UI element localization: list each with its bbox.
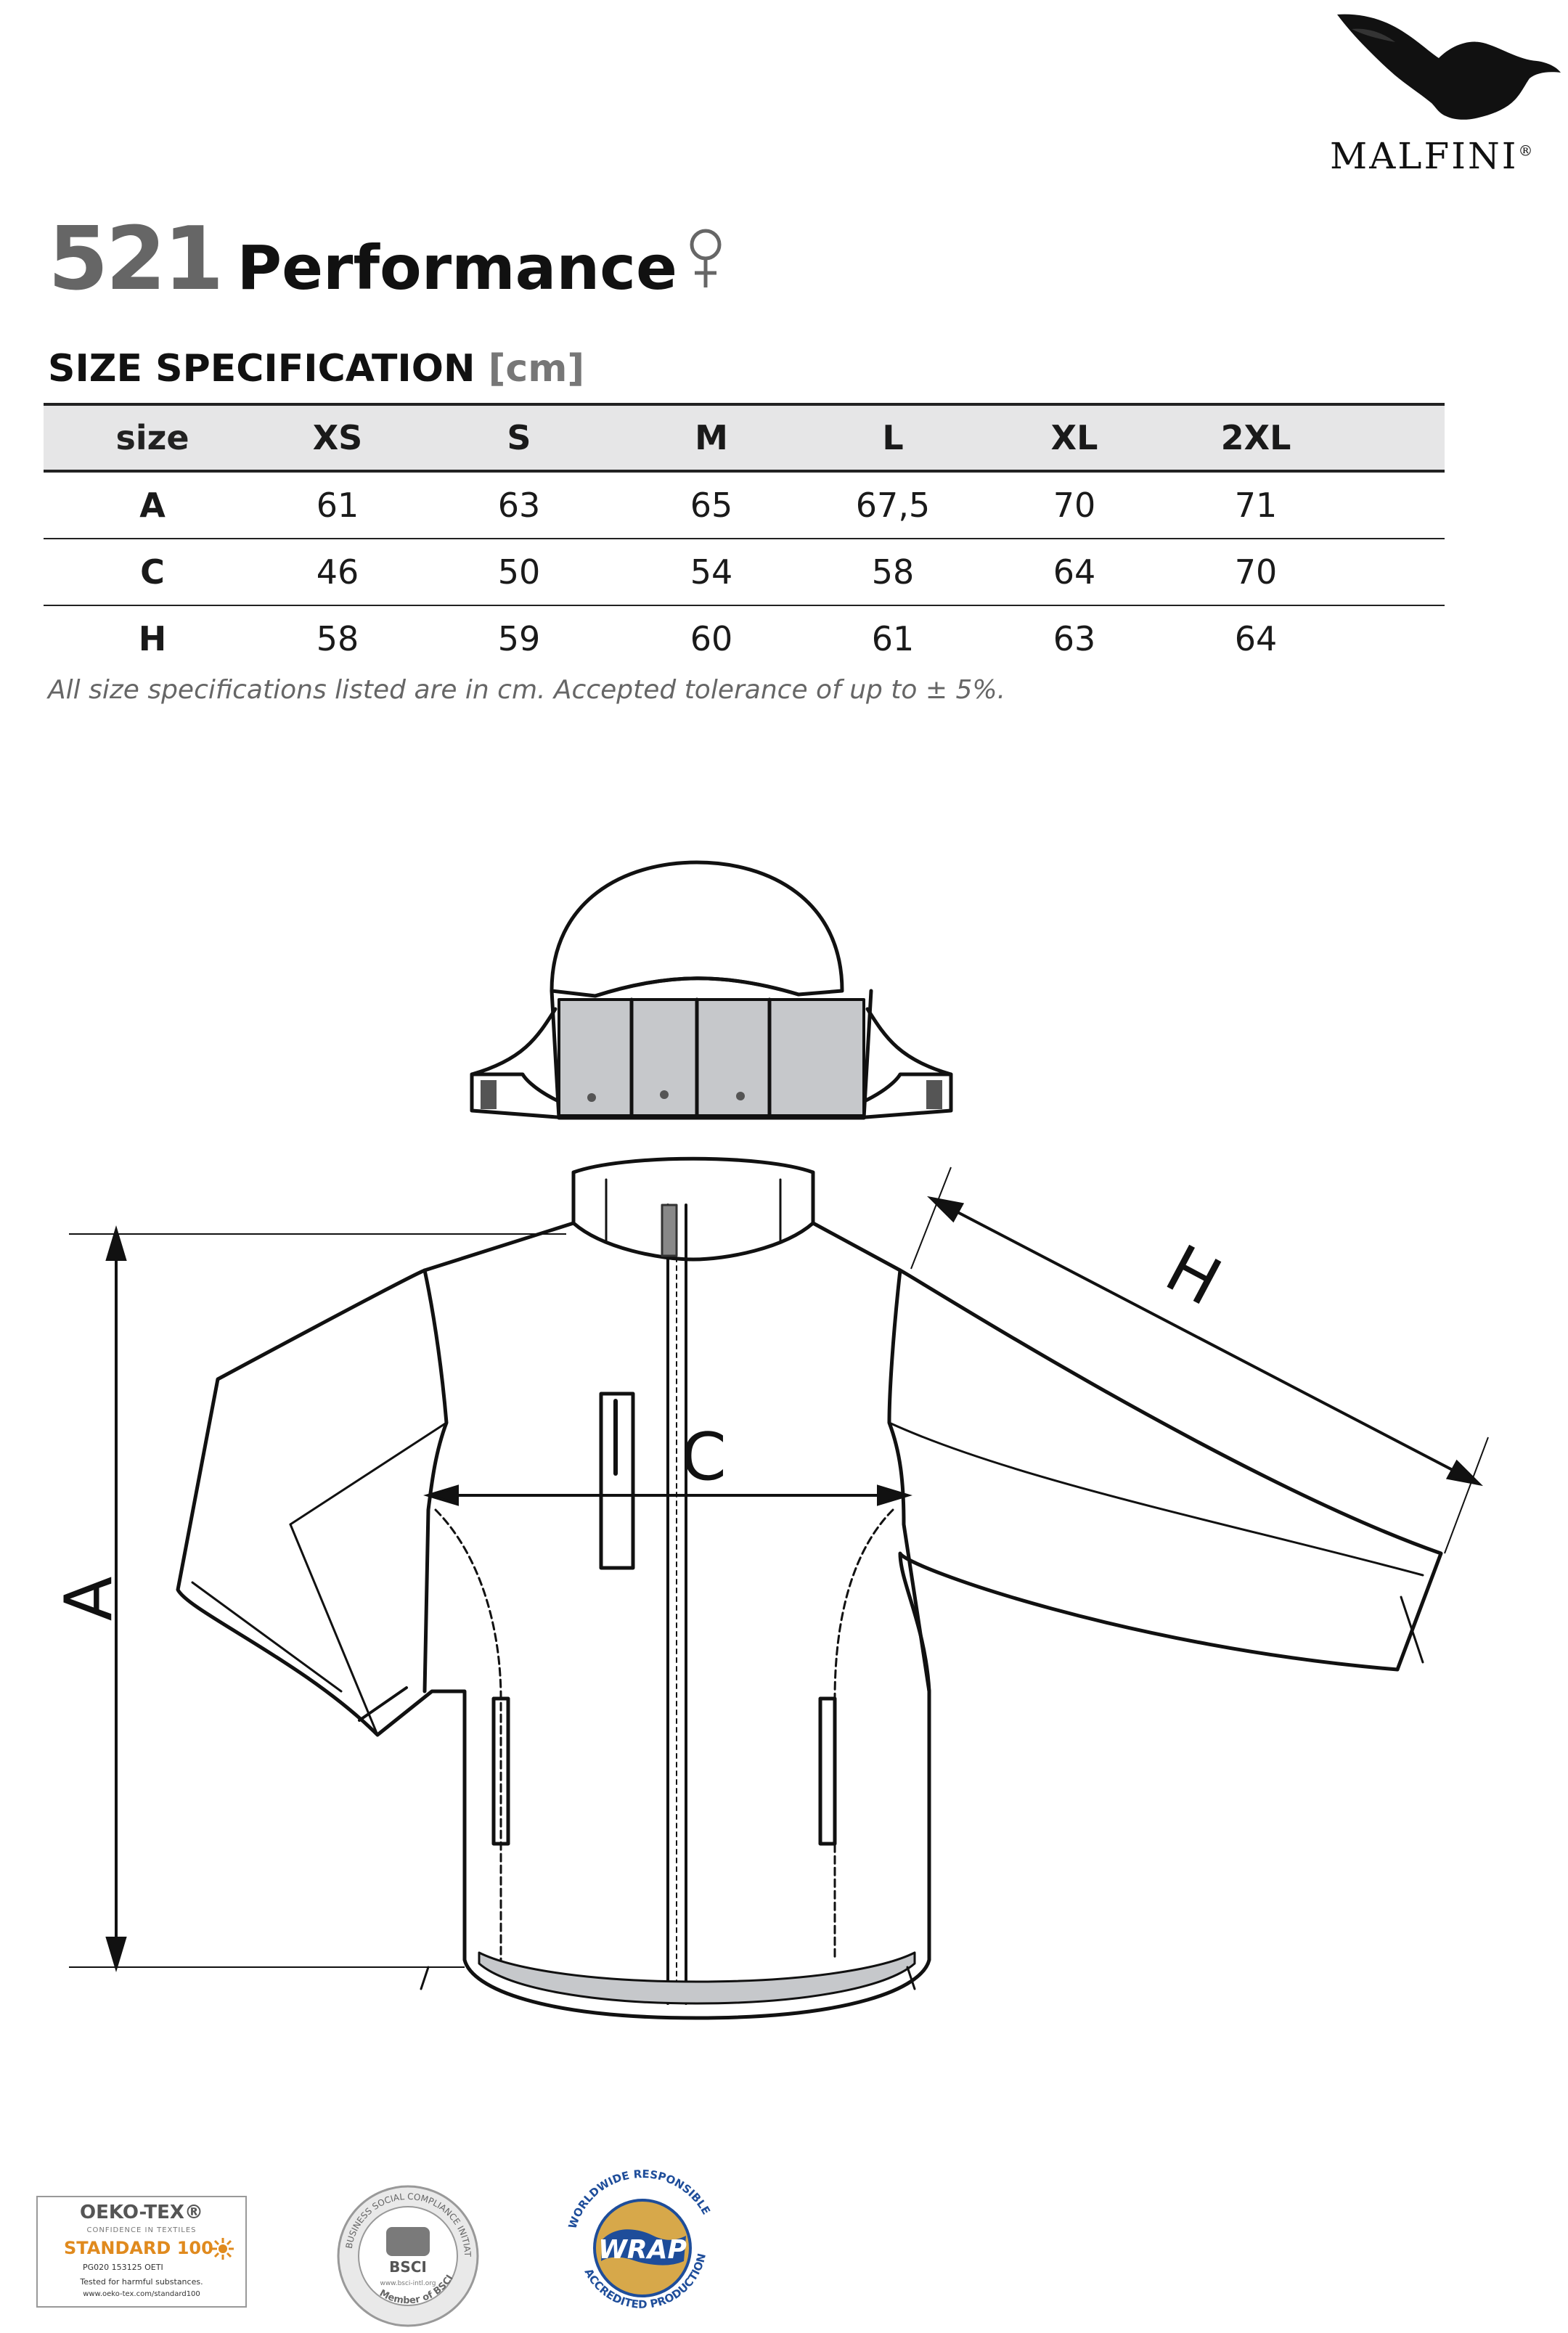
oeko-tex-badge: OEKO-TEX® CONFIDENCE IN TEXTILES STANDAR… [36,2196,247,2308]
table-cell: 64 [1234,619,1278,658]
bsci-seal-icon: BUSINESS SOCIAL COMPLIANCE INITIATIVE Me… [332,2175,479,2327]
table-row: A 61 63 65 67,5 70 71 [44,473,1445,539]
table-cell: 50 [497,552,541,592]
flower-icon [212,2238,234,2260]
measurement-label-a: A [51,1576,128,1622]
oeko-title: OEKO-TEX® [80,2202,203,2223]
table-cell: 63 [497,486,541,525]
table-cell: 61 [871,619,915,658]
oeko-tested: Tested for harmful substances. [80,2277,203,2287]
table-cell: A [139,486,166,525]
wrap-label: WRAP [598,2235,687,2265]
table-cell: 46 [316,552,359,592]
bsci-badge: BUSINESS SOCIAL COMPLIANCE INITIATIVE Me… [332,2175,481,2329]
table-cell: 70 [1053,486,1096,525]
product-number: 521 [48,209,224,310]
table-header-cell: L [882,418,904,457]
table-cell: 61 [316,486,359,525]
table-cell: 58 [316,619,359,658]
product-name: Performance [237,232,677,303]
female-symbol-icon [687,226,724,292]
table-header-cell: size [115,418,189,457]
table-cell: 54 [690,552,733,592]
table-cell: 59 [497,619,541,658]
table-header-cell: M [695,418,728,457]
size-specification-title: SIZE SPECIFICATION [cm] [48,347,584,391]
table-header-cell: XS [312,418,363,457]
eagle-icon [1337,14,1561,120]
table-cell: 60 [690,619,733,658]
measurement-label-c: C [681,1419,727,1495]
table-row: H 58 59 60 61 63 64 [44,606,1445,671]
table-cell: 70 [1234,552,1278,592]
table-cell: 67,5 [855,486,931,525]
table-header-row: size XS S M L XL 2XL [44,403,1445,473]
bsci-label: BSCI [389,2258,427,2276]
malfini-logo: MALFINI® [1321,0,1568,189]
table-cell: 65 [690,486,733,525]
table-cell: 63 [1053,619,1096,658]
registered-mark: ® [1518,142,1533,160]
oeko-subtitle: CONFIDENCE IN TEXTILES [86,2226,197,2234]
table-cell: 58 [871,552,915,592]
oeko-standard: STANDARD 100 [64,2238,213,2258]
table-cell: 64 [1053,552,1096,592]
wrap-badge: WORLDWIDE RESPONSIBLE ACCREDITED PRODUCT… [559,2167,726,2330]
table-row: C 46 50 54 58 64 70 [44,539,1445,606]
oeko-code: PG020 153125 OETI [83,2263,163,2272]
bsci-url: www.bsci-intl.org [380,2280,436,2287]
hood-drawing [470,860,953,1120]
tolerance-note: All size specifications listed are in cm… [48,675,1006,705]
spec-title-text: SIZE SPECIFICATION [48,347,475,391]
table-header-cell: 2XL [1220,418,1291,457]
table-header-cell: S [507,418,531,457]
oeko-url: www.oeko-tex.com/standard100 [83,2290,200,2298]
spec-unit: [cm] [488,347,585,391]
table-cell: C [140,552,165,592]
table-cell: H [138,619,167,658]
wrap-seal-icon: WORLDWIDE RESPONSIBLE ACCREDITED PRODUCT… [565,2167,713,2311]
table-cell: 71 [1234,486,1278,525]
table-header-cell: XL [1050,418,1098,457]
jacket-technical-drawing: A C H [0,828,1568,2062]
size-table: size XS S M L XL 2XL A 61 63 65 67,5 70 … [44,403,1445,671]
jacket-drawing [69,860,1489,2020]
brand-name: MALFINI [1330,135,1519,177]
